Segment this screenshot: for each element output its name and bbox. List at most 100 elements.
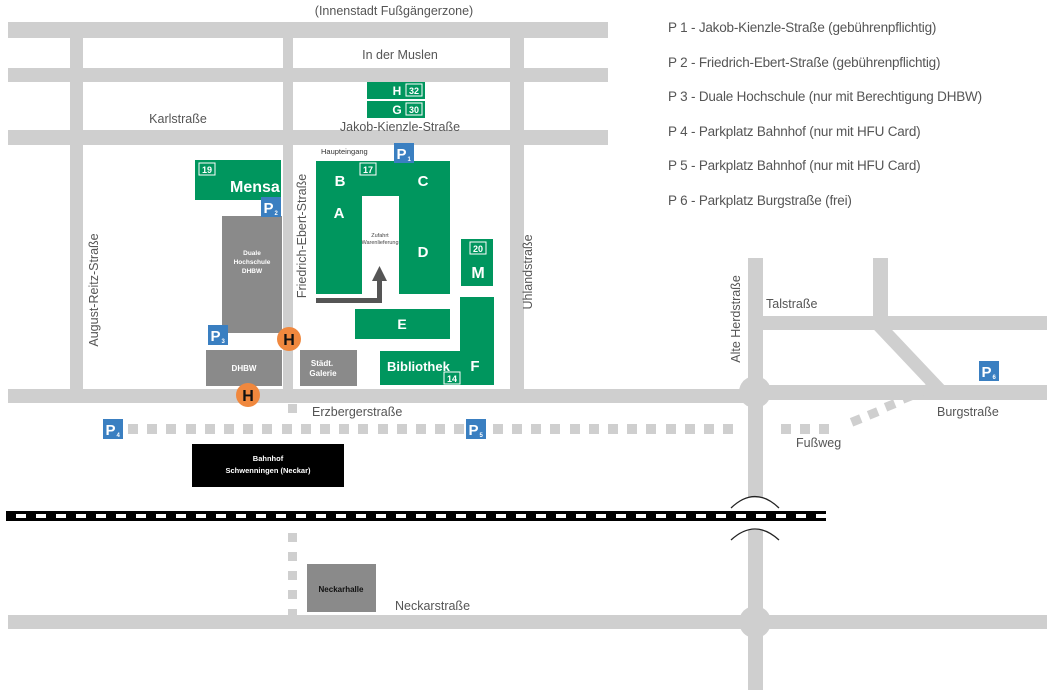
label-bibliothek: Bibliothek — [387, 359, 451, 374]
label-fussweg: Fußweg — [796, 436, 841, 450]
label-uhlandstrasse: Uhlandstraße — [521, 234, 535, 309]
bus-stop-erzberger: H — [236, 383, 260, 407]
building-labels: H 32 G 30 Mensa 19 B C A D 17 M 20 E Bib… — [202, 84, 485, 384]
svg-text:H: H — [283, 332, 295, 349]
parking-sign-icon — [394, 143, 414, 163]
road-east — [765, 385, 1047, 400]
building-m — [461, 239, 493, 286]
svg-text:P: P — [397, 146, 407, 163]
footpath-bahnhof-north — [288, 404, 297, 413]
label-duale-3: DHBW — [242, 268, 263, 275]
building-neckarhalle — [307, 564, 376, 612]
label-f: F — [470, 358, 479, 375]
svg-text:P: P — [264, 200, 274, 217]
label-in-der-muslen: In der Muslen — [362, 48, 438, 62]
label-duale-1: Duale — [243, 250, 261, 257]
parking-p5: P 5 — [466, 419, 486, 439]
building-galerie — [300, 350, 357, 386]
footpath-erzberger — [128, 424, 829, 434]
legend-item-p2: P 2 - Friedrich-Ebert-Straße (gebührenpf… — [668, 54, 941, 70]
building-e — [355, 309, 450, 339]
label-bahnhof-2: Schwenningen (Neckar) — [225, 466, 311, 475]
label-jakob-kienzle: Jakob-Kienzle-Straße — [340, 120, 460, 134]
parking-p6: P 6 — [979, 361, 999, 381]
road-neckarstrasse — [8, 615, 1047, 629]
label-neckarhalle: Neckarhalle — [319, 585, 364, 594]
label-h-num: 32 — [409, 86, 419, 96]
svg-text:2: 2 — [275, 211, 279, 217]
building-g — [367, 101, 425, 118]
railway — [6, 511, 826, 521]
label-warenlieferung: Warenlieferung — [361, 240, 398, 246]
building-bibliothek-f — [380, 297, 494, 385]
bridge-arc-top — [730, 495, 780, 509]
building-h — [367, 82, 425, 99]
road-august-reitz — [70, 22, 83, 398]
building-main-abcd — [316, 161, 450, 294]
building-numbers — [198, 83, 487, 385]
svg-text:P: P — [106, 422, 116, 439]
svg-text:4: 4 — [117, 433, 121, 439]
svg-text:6: 6 — [993, 375, 997, 381]
bus-stop-icon — [277, 327, 301, 351]
label-august-reitz: August-Reitz-Straße — [87, 233, 101, 346]
building-bahnhof — [192, 444, 344, 487]
svg-text:3: 3 — [222, 339, 226, 345]
building-mensa — [195, 160, 281, 200]
label-friedrich-ebert: Friedrich-Ebert-Straße — [295, 174, 309, 298]
delivery-arrow-icon — [316, 266, 387, 303]
label-m: M — [471, 265, 484, 282]
legend-item-p4: P 4 - Parkplatz Bahnhof (nur mit HFU Car… — [668, 123, 921, 139]
footpath-burgstrasse — [849, 384, 930, 427]
road-talstrasse — [760, 316, 1047, 330]
label-erzbergerstrasse: Erzbergerstraße — [312, 405, 402, 419]
bridge-arc-bottom — [730, 528, 780, 541]
bus-stop-icon — [236, 383, 260, 407]
label-a: A — [334, 205, 345, 222]
label-burgstrasse: Burgstraße — [937, 405, 999, 419]
buildings-other — [192, 216, 376, 612]
parking-p2: P 2 — [261, 197, 281, 217]
label-neckarstrasse: Neckarstraße — [395, 599, 470, 613]
other-building-labels: Duale Hochschule DHBW DHBW Städt. Galeri… — [225, 250, 364, 594]
label-zufahrt: Zufahrt — [371, 233, 389, 239]
roundabout-south — [739, 606, 771, 638]
road-burgstrasse-diagonal — [861, 316, 947, 388]
parking-legend: P 1 - Jakob-Kienzle-Straße (gebührenpfli… — [668, 18, 982, 225]
street-labels: (Innenstadt Fußgängerzone) In der Muslen… — [87, 4, 999, 613]
label-main-num: 17 — [363, 165, 373, 175]
label-d: D — [418, 244, 429, 261]
svg-text:5: 5 — [480, 433, 484, 439]
parking-sign-icon — [979, 361, 999, 381]
footpath-bahnhof-south — [288, 533, 297, 618]
label-bibliothek-num: 14 — [447, 374, 457, 384]
road-in-der-muslen — [8, 68, 608, 82]
parking-p1: P 1 — [394, 143, 414, 163]
label-e: E — [397, 316, 406, 332]
parking-sign-icon — [208, 325, 228, 345]
svg-text:H: H — [242, 388, 254, 405]
road-karlstrasse — [8, 130, 608, 145]
legend-item-p5: P 5 - Parkplatz Bahnhof (nur mit HFU Car… — [668, 158, 921, 173]
label-dhbw: DHBW — [232, 364, 257, 373]
label-talstrasse: Talstraße — [766, 297, 817, 311]
label-m-num: 20 — [473, 244, 483, 254]
label-innenstadt: (Innenstadt Fußgängerzone) — [315, 4, 473, 18]
building-dhbw — [206, 350, 282, 386]
label-duale-2: Hochschule — [234, 259, 271, 266]
road-friedrich-ebert — [283, 22, 293, 398]
label-g: G — [392, 103, 401, 117]
legend-item-p3: P 3 - Duale Hochschule (nur mit Berechti… — [668, 89, 982, 104]
label-haupteingang: Haupteingang — [321, 147, 368, 156]
road-uhlandstrasse — [510, 22, 524, 398]
bus-stop-friedrich-ebert: H — [277, 327, 301, 351]
label-mensa: Mensa — [230, 179, 280, 196]
label-g-num: 30 — [409, 105, 419, 115]
parking-sign-icon — [261, 197, 281, 217]
roundabout-north — [739, 376, 771, 408]
label-bahnhof-1: Bahnhof — [253, 454, 284, 463]
parking-p4: P 4 — [103, 419, 123, 439]
svg-text:1: 1 — [408, 157, 412, 163]
parking-sign-icon — [466, 419, 486, 439]
